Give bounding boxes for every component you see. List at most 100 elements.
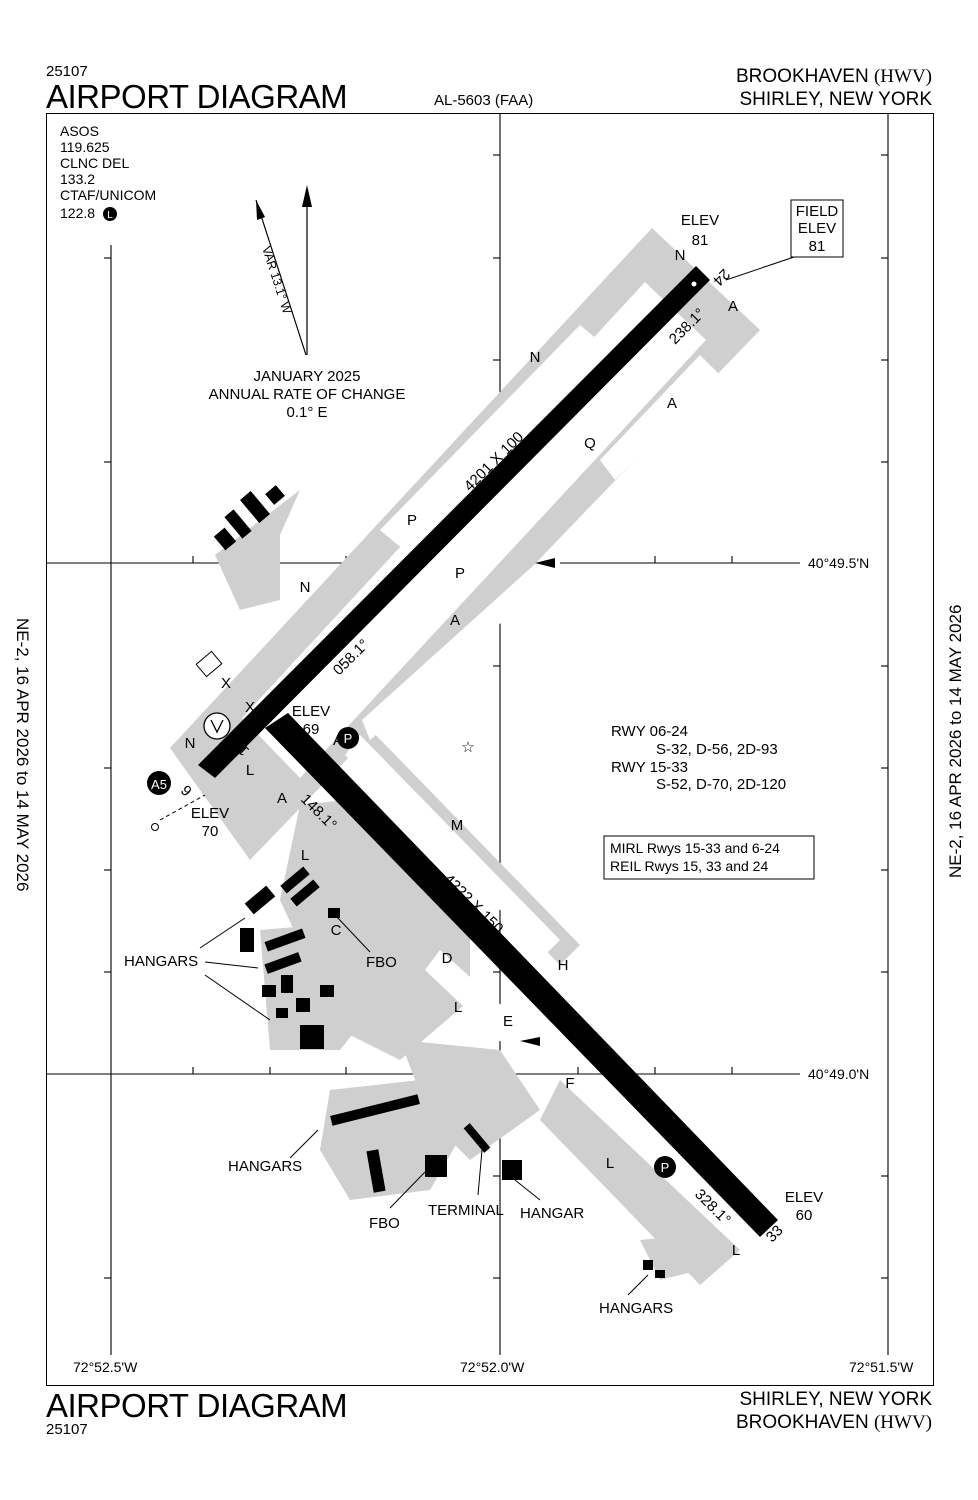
parking-north-icon [337,727,359,749]
hangar-w-6 [264,952,302,974]
rate-line2: ANNUAL RATE OF CHANGE [209,386,406,403]
vor-checkpoint-icon [203,712,231,740]
field-elev-box [790,199,844,258]
terminal-apron [400,1040,540,1160]
graticule [46,113,889,1355]
elev-24-value: 81 [692,232,709,249]
field-elev-leader [725,256,795,281]
lighting-box: MIRL Rwys 15-33 and 6-24 REIL Rwys 15, 3… [603,835,815,880]
strength-val-1: S-32, D-56, 2D-93 [656,741,778,758]
lat-upper-label: 40°49.5'N [808,555,869,571]
elev-6-value: 70 [202,823,219,840]
chart-frame [46,113,934,1386]
segmented-circle-icon [195,650,223,678]
footer-location: SHIRLEY, NEW YORK [739,1389,932,1410]
rate-line3: 0.1° E [286,404,327,421]
hangar-w-9 [296,998,310,1012]
twy-label-x2: X [245,699,255,716]
airport-name-header: BROOKHAVEN (HWV) [736,67,932,87]
leader-terminal [477,1149,483,1196]
hangar-w-5 [264,928,306,952]
infield-c [600,355,720,480]
leader-hangars-1 [199,917,246,949]
strength-val-2: S-52, D-70, 2D-120 [656,776,786,793]
label-hangar: HANGAR [520,1205,584,1222]
elev-15-label: ELEV [292,703,330,720]
star-beacon-icon: ☆ [461,739,474,756]
leader-hangars-se [627,1274,649,1296]
south-hangar-apron [640,1235,700,1280]
building-ne-1 [239,491,271,523]
hangar-w-10 [320,985,334,997]
lighting-box-frame [603,835,815,880]
lighting-glyph-freq-text: L [107,210,113,221]
building-ne-4 [265,485,285,505]
hangar-w-3 [290,879,320,907]
magnetic-north-line [255,199,307,356]
frequency-block: ASOS 119.625 CLNC DEL 133.2 CTAF/UNICOM … [60,123,156,221]
twy-label-f: F [565,1075,574,1092]
runway-06-24 [198,266,710,778]
lon-left-label: 72°52.5'W [73,1359,138,1375]
freq-clnc-label: CLNC DEL [60,155,129,171]
parking-north-label: P [344,731,353,746]
twy-label-l4: L [606,1155,614,1172]
field-elev-callout: FIELD ELEV 81 [725,199,844,281]
approach-lights-line [159,794,206,821]
twy-label-a3: A [450,612,460,629]
elev-6-label: ELEV [191,805,229,822]
elev-15-value: 69 [303,721,320,738]
twy-l-south [540,1080,740,1285]
runway-15-33 [265,713,778,1237]
building-ne-2 [224,509,252,539]
hangar-se-1 [643,1260,653,1270]
twy-label-x1: X [221,675,231,692]
leader-hangars-2 [204,961,259,969]
infield-f [425,950,540,1060]
strength-rwy-1: RWY 06-24 [611,723,688,740]
twy-label-c: C [331,922,342,939]
hangar-s [502,1160,522,1180]
parking-south-icon [654,1156,676,1178]
footer-title: AIRPORT DIAGRAM [46,1387,348,1424]
buildings [213,485,665,1278]
freq-ctaf-value: 122.8 [60,205,95,221]
wind-cone-south-icon [520,1037,540,1046]
coordinate-labels: 40°49.5'N 40°49.0'N 72°52.5'W 72°52.0'W … [73,555,914,1375]
elevation-labels: ELEV 81 ELEV 69 ELEV 70 ELEV 60 [191,212,823,1224]
infield-d [362,555,560,740]
magnetic-north-arrow [256,200,265,220]
leader-fbo-north [334,914,371,953]
elev-33-value: 60 [796,1207,813,1224]
twy-label-a1: A [728,298,738,315]
graticule-ticks [104,154,888,1279]
twy-label-d: D [442,950,453,967]
hangar-w-11 [300,1025,324,1049]
lon-mid-label: 72°52.0'W [460,1359,525,1375]
hangar-w-12 [276,1008,288,1018]
twy-label-l1: L [246,762,254,779]
variation-text: VAR 13.1° W [259,245,294,316]
twy-label-n4: N [185,735,196,752]
lighting-glyph-freq [103,207,117,221]
vor-checkpoint-v [210,719,224,734]
runways [198,266,778,1237]
building-labels: HANGARS FBO HANGARS FBO TERMINAL HANGAR … [124,953,673,1317]
twy-label-h: H [558,957,569,974]
page-title: AIRPORT DIAGRAM [46,78,348,115]
twy-label-n3: N [300,579,311,596]
hangar-se-2 [655,1270,665,1278]
twy-label-l5: L [732,1242,740,1259]
beacon-icon [151,823,159,831]
leader-fbo-south [389,1171,426,1209]
label-terminal: TERMINAL [428,1202,504,1219]
hangar-w-1 [244,885,276,915]
airport-id: (HWV) [873,66,932,87]
rate-of-change: JANUARY 2025 ANNUAL RATE OF CHANGE 0.1° … [209,368,406,421]
label-hangars-w: HANGARS [124,953,198,970]
hangar-w-2 [280,866,310,894]
fbo-north [328,908,340,918]
leader-hangars-3 [204,974,271,1021]
airport-name: BROOKHAVEN [736,66,869,87]
hangar-row-s [330,1094,420,1126]
